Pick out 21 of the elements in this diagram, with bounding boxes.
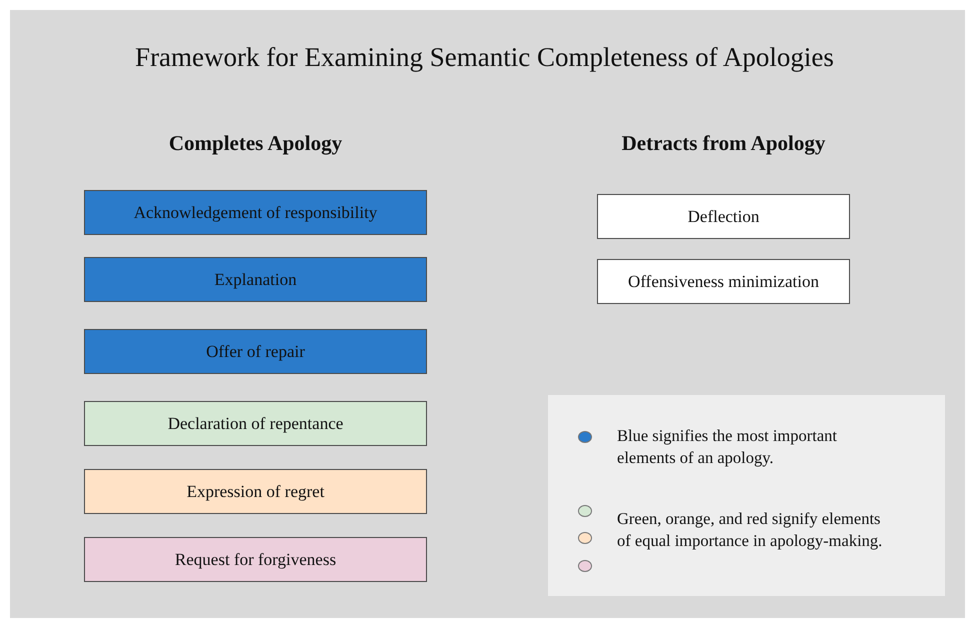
column-heading: Completes Apology [168, 131, 344, 156]
category-box [84, 537, 427, 582]
legend-text: Green, orange, and red signify elements of equal importance in apology-making. [617, 508, 884, 552]
legend-text: Blue signifies the most important elements of an apology. [617, 425, 838, 469]
title: Framework for Examining Semantic Completeness of Apologies [134, 42, 835, 73]
category-box [84, 469, 427, 514]
box-label: Offer of repair [206, 342, 305, 362]
category-box [84, 257, 427, 302]
category-box [597, 194, 850, 239]
category-box [84, 329, 427, 374]
box-label: Request for forgiveness [174, 550, 336, 570]
box-label: Offensiveness minimization [628, 272, 819, 292]
box-label: Declaration of repentance [168, 414, 344, 434]
column-heading: Detracts from Apology [620, 131, 826, 156]
category-box [84, 401, 427, 446]
category-box [597, 259, 850, 304]
box-label: Deflection [688, 206, 760, 226]
box-label: Expression of regret [186, 482, 324, 502]
box-label: Explanation [214, 270, 297, 290]
box-label: Acknowledgement of responsibility [134, 202, 378, 222]
category-box [84, 190, 427, 235]
